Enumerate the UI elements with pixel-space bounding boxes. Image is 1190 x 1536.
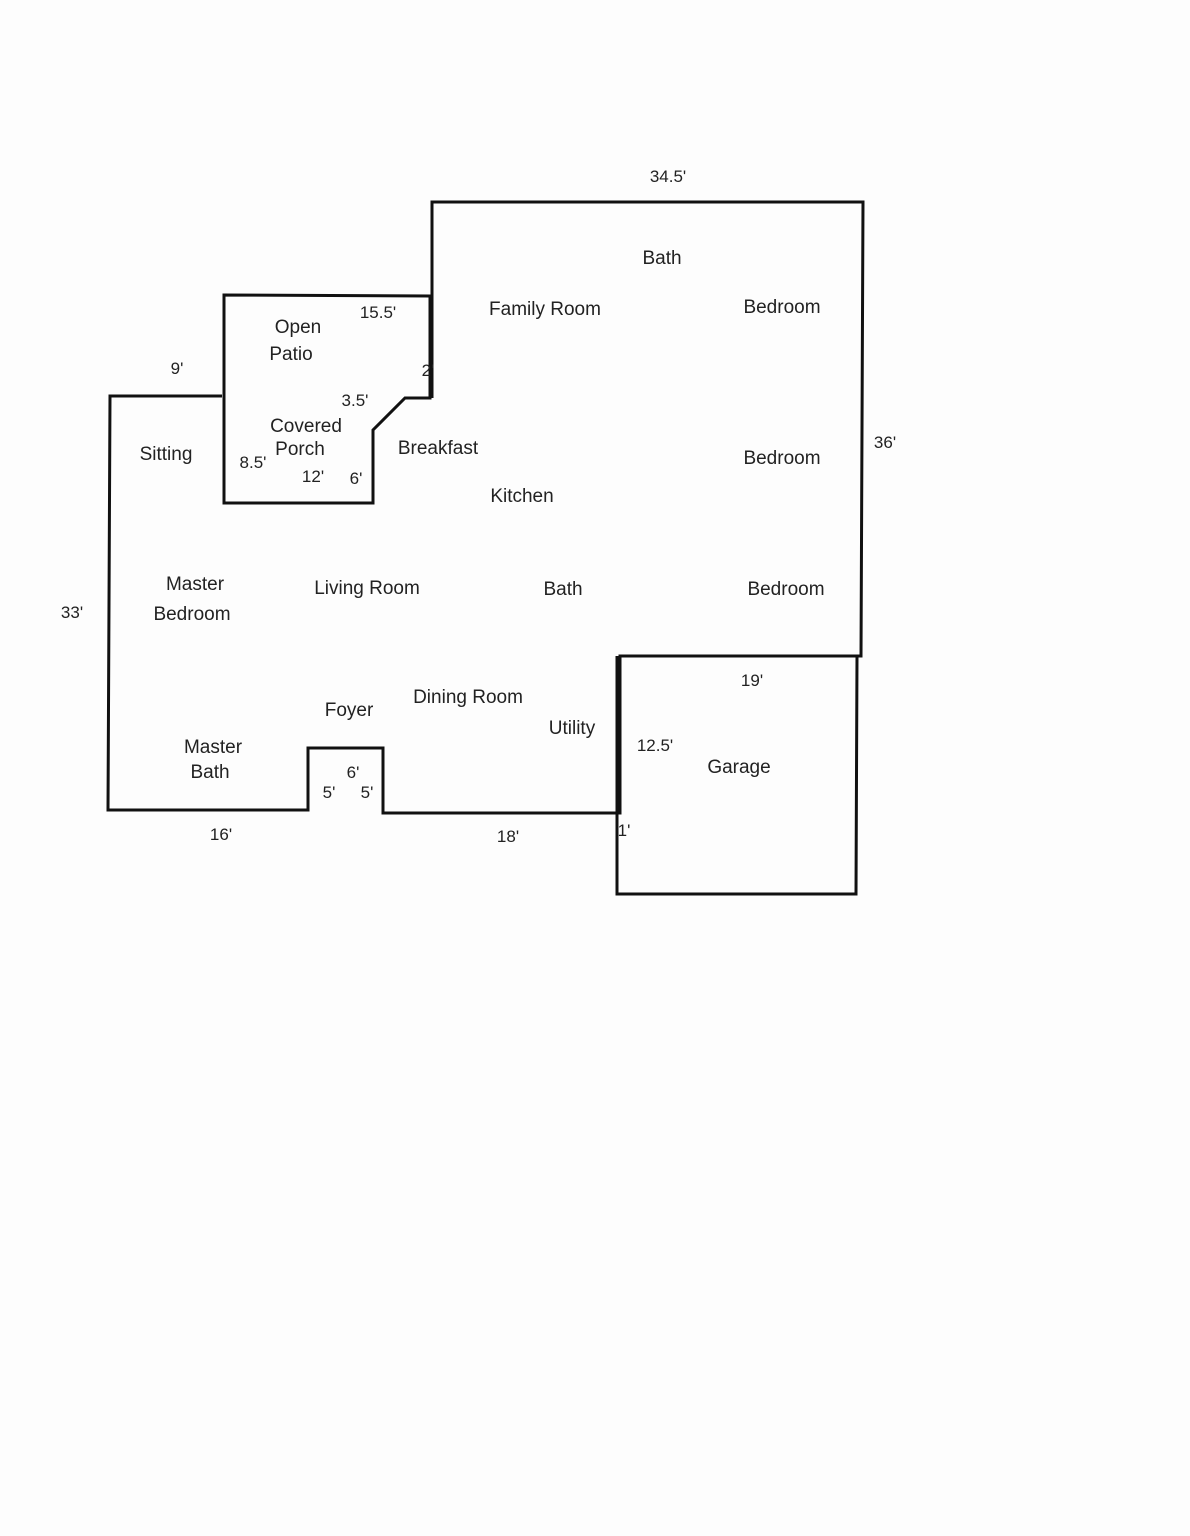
room-label-master-bedroom: Bedroom	[153, 604, 231, 625]
dimension-top: 34.5'	[649, 167, 687, 186]
dimension-foyer-top: 6'	[346, 763, 360, 782]
room-label-master-bedroom: Master	[165, 574, 225, 595]
room-label-breakfast: Breakfast	[397, 438, 479, 459]
room-label-covered-porch: Covered	[270, 416, 342, 437]
room-label-open-patio: Open	[274, 317, 322, 338]
room-label-master-bath: Master	[183, 737, 243, 758]
room-label-utility: Utility	[548, 718, 596, 739]
room-label-bedroom: Bedroom	[747, 579, 825, 600]
room-label-foyer: Foyer	[324, 700, 374, 721]
dimension-garage-top: 19'	[740, 671, 764, 690]
dimension-bottom-left: 16'	[209, 825, 233, 844]
patio-porch-outline	[222, 293, 432, 505]
dimension-bottom-mid: 18'	[496, 827, 520, 846]
room-label-open-patio: Patio	[269, 344, 313, 365]
room-label-family-room: Family Room	[489, 299, 601, 320]
house-outline	[106, 200, 865, 815]
dimension-porch-diagonal: 3.5'	[341, 391, 369, 410]
room-label-kitchen: Kitchen	[490, 486, 554, 507]
dimension-foyer-left: 5'	[322, 783, 336, 802]
room-label-master-bath: Bath	[190, 762, 230, 783]
dimension-porch-bottom: 12'	[301, 467, 325, 486]
dimension-left: 33'	[60, 603, 84, 622]
dimension-garage-left: 12.5'	[636, 736, 674, 755]
room-label-garage: Garage	[707, 757, 771, 778]
dimension-patio-step: 2'	[421, 361, 435, 380]
room-label-sitting: Sitting	[139, 444, 193, 465]
room-label-bedroom: Bedroom	[743, 448, 821, 469]
room-label-covered-porch: Porch	[275, 439, 325, 460]
dimension-sitting-top: 9'	[170, 359, 184, 378]
room-label-bedroom: Bedroom	[743, 297, 821, 318]
dimension-porch-left: 8.5'	[239, 453, 267, 472]
dimension-porch-right: 6'	[349, 469, 363, 488]
dimension-foyer-right: 5'	[360, 783, 374, 802]
room-label-bath: Bath	[543, 579, 583, 600]
room-label-dining-room: Dining Room	[413, 687, 523, 708]
room-label-living-room: Living Room	[314, 578, 420, 599]
dimension-garage-offset: 1'	[617, 821, 631, 840]
dimension-patio-top: 15.5'	[359, 303, 397, 322]
dimension-right: 36'	[873, 433, 897, 452]
garage-outline	[615, 654, 859, 896]
room-label-bath: Bath	[642, 248, 682, 269]
